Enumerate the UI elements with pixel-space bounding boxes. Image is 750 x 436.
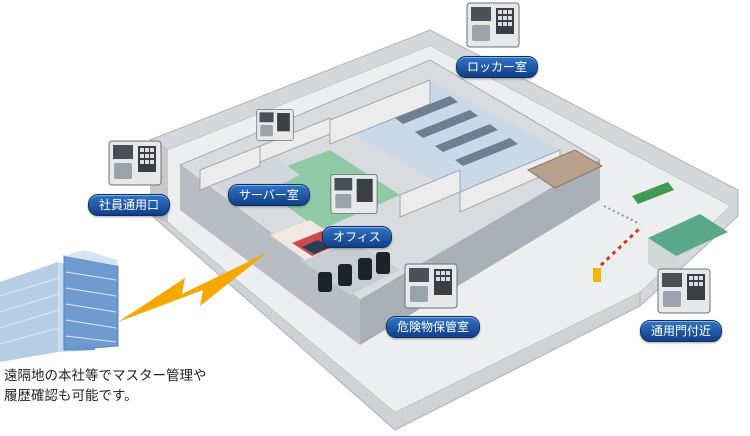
access-terminal-icon (330, 172, 378, 216)
storage-tanks (318, 252, 390, 292)
caption-line-2: 履歴確認も可能です。 (4, 388, 138, 404)
annex-roof (526, 149, 604, 189)
internal-walls (199, 79, 561, 218)
caption-text: 遠隔地の本社等でマスター管理や 履歴確認も可能です。 (4, 366, 254, 406)
label-office: オフィス (322, 226, 392, 248)
caption-line-1: 遠隔地の本社等でマスター管理や (4, 368, 207, 384)
access-terminal-icon (256, 108, 294, 142)
lab-benches (395, 96, 518, 166)
gate-area (593, 182, 728, 282)
headquarters-building-icon (0, 250, 119, 362)
access-terminal-icon (404, 262, 458, 310)
lightning-bolt-icon (118, 252, 268, 322)
label-locker-room: ロッカー室 (456, 56, 539, 78)
label-server-room: サーバー室 (228, 184, 310, 206)
access-terminal-icon (466, 2, 520, 48)
access-terminal-icon (108, 140, 162, 186)
label-near-service-gate: 通用門付近 (640, 320, 723, 342)
label-employee-entrance: 社員通用口 (88, 194, 171, 216)
label-hazardous-storage: 危険物保管室 (386, 316, 481, 338)
access-terminal-icon (656, 268, 712, 314)
